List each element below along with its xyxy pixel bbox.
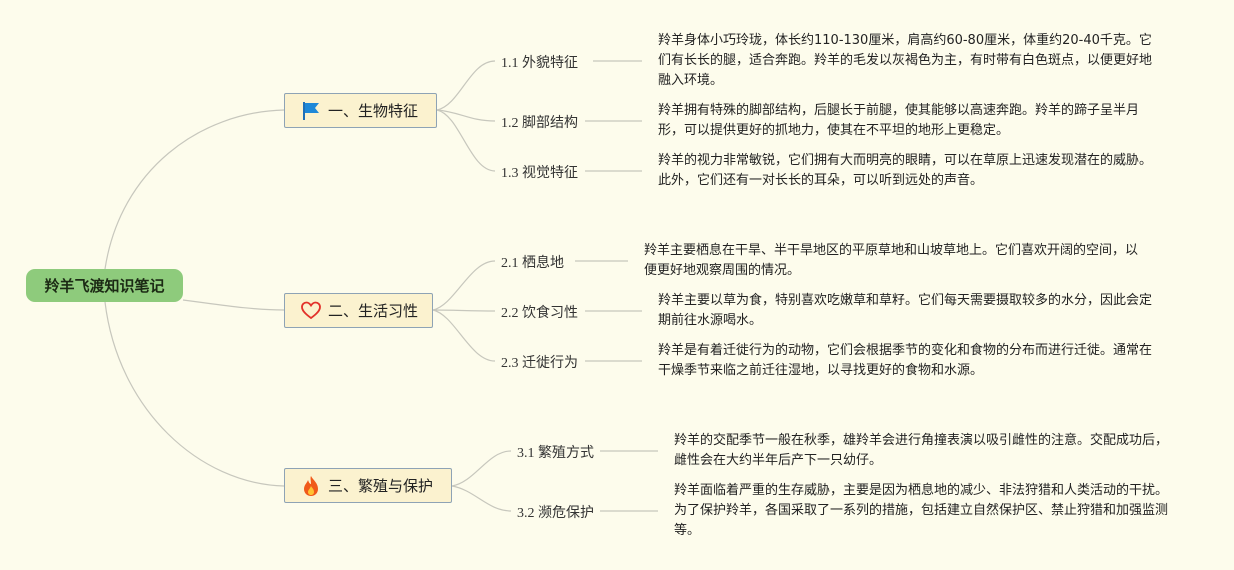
branch-node-biology[interactable]: 一、生物特征: [284, 93, 437, 128]
connector-root-branch-1: [104, 109, 285, 270]
subtopic-label[interactable]: 3.1 繁殖方式: [517, 446, 594, 461]
blue-flag-icon: [300, 100, 322, 122]
connector-b1-c3: [436, 109, 496, 172]
connector-b1-c1: [436, 60, 496, 111]
branch-node-habits[interactable]: 二、生活习性: [284, 293, 433, 328]
subtopic-description: 羚羊拥有特殊的脚部结构，后腿长于前腿，使其能够以高速奔跑。羚羊的蹄子呈半月形，可…: [658, 103, 1140, 138]
connector-b1-c2: [436, 109, 496, 122]
branch-node-reproduction[interactable]: 三、繁殖与保护: [284, 468, 452, 503]
connector-b3-c1: [451, 450, 512, 487]
subtopic-label[interactable]: 3.2 濒危保护: [517, 506, 594, 521]
connector-b2-c1: [432, 260, 496, 311]
subtopic-description: 羚羊是有着迁徙行为的动物，它们会根据季节的变化和食物的分布而进行迁徙。通常在干燥…: [658, 343, 1153, 378]
red-heart-outline-icon: [300, 300, 322, 322]
root-node[interactable]: 羚羊飞渡知识笔记: [26, 269, 183, 302]
connector-root-branch-3: [104, 301, 285, 487]
subtopic-label[interactable]: 2.1 栖息地: [501, 256, 564, 271]
root-label: 羚羊飞渡知识笔记: [44, 277, 165, 295]
connector-b3-c2: [451, 485, 512, 512]
subtopic-label[interactable]: 1.2 脚部结构: [501, 116, 578, 131]
subtopic-description: 羚羊主要以草为食，特别喜欢吃嫩草和草籽。它们每天需要摄取较多的水分，因此会定期前…: [658, 293, 1153, 328]
connector-b2-c3: [432, 309, 496, 362]
fire-icon: [300, 475, 322, 497]
subtopic-description: 羚羊身体小巧玲珑，体长约110-130厘米，肩高约60-80厘米，体重约20-4…: [658, 33, 1153, 88]
connector-b2-c2: [432, 309, 496, 312]
branch-label: 二、生活习性: [328, 302, 419, 320]
subtopic-description: 羚羊的视力非常敏锐，它们拥有大而明亮的眼睛，可以在草原上迅速发现潜在的威胁。此外…: [658, 153, 1153, 188]
subtopic-description: 羚羊主要栖息在干旱、半干旱地区的平原草地和山坡草地上。它们喜欢开阔的空间，以便更…: [644, 243, 1139, 278]
subtopic-description: 羚羊的交配季节一般在秋季，雄羚羊会进行角撞表演以吸引雌性的注意。交配成功后，雌性…: [674, 433, 1169, 468]
connector-root-branch-2: [182, 299, 285, 311]
subtopic-label[interactable]: 2.3 迁徙行为: [501, 356, 578, 371]
subtopic-description: 羚羊面临着严重的生存威胁，主要是因为栖息地的减少、非法狩猎和人类活动的干扰。为了…: [674, 483, 1169, 538]
subtopic-label[interactable]: 2.2 饮食习性: [501, 306, 578, 321]
branch-label: 一、生物特征: [328, 102, 419, 120]
branch-label: 三、繁殖与保护: [328, 477, 434, 495]
subtopic-label[interactable]: 1.3 视觉特征: [501, 166, 578, 181]
subtopic-label[interactable]: 1.1 外貌特征: [501, 56, 578, 71]
